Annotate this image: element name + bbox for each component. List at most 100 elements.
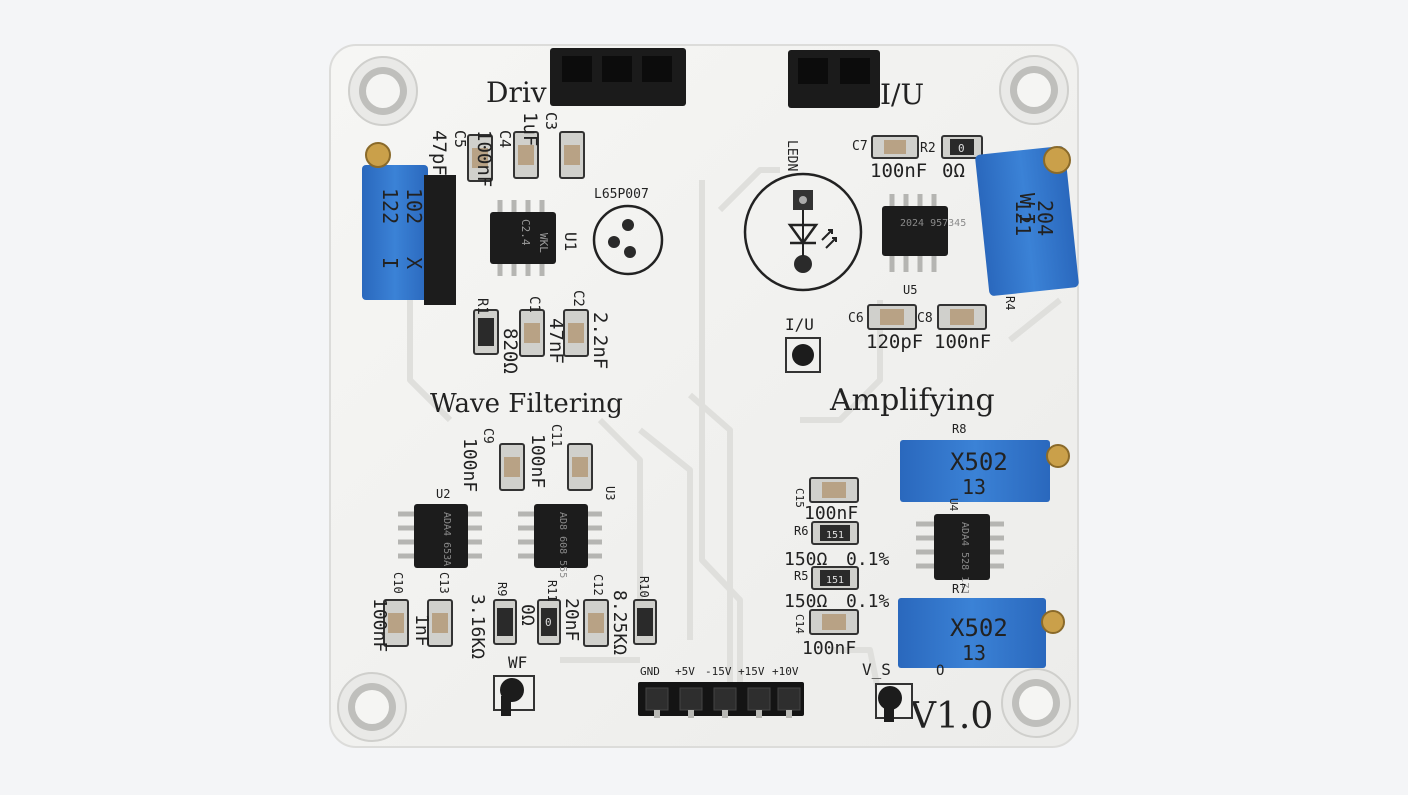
- u1-marking-2: C2.4: [519, 219, 532, 246]
- label-r9-value: 3.16KΩ: [467, 594, 488, 659]
- label-u1-ref: U1: [561, 232, 580, 251]
- iu-trimmer-marking-4: I: [1015, 213, 1039, 225]
- label-c1-ref: C1: [526, 296, 542, 313]
- label-r10-ref: R10: [637, 576, 651, 598]
- power-pin-label-pos15v: +15V: [738, 665, 765, 678]
- chip-u1: C2.4 WKL U1: [490, 200, 580, 276]
- chip-u3: AD8 608 555 U3: [518, 486, 617, 578]
- drive-connector-header: [550, 48, 686, 106]
- led-footprint-l65p007: L65P007: [592, 187, 664, 276]
- label-c6-ref: C6: [848, 311, 864, 326]
- resistor-r2: R2 0 0Ω: [920, 135, 983, 182]
- label-c2-value: 2.2nF: [589, 312, 611, 369]
- capacitor-c12: C12 20nF: [561, 574, 609, 647]
- label-c11-value: 100nF: [527, 434, 548, 488]
- label-c15-value: 100nF: [804, 503, 858, 524]
- label-c3-value: 1uF: [519, 112, 541, 146]
- label-r6-tolerance: 0.1%: [846, 549, 890, 570]
- board-version-label: V1.0: [909, 696, 993, 737]
- power-pin-label-10v: +10V: [772, 665, 799, 678]
- label-r1-ref: R1: [474, 298, 490, 315]
- label-c12-ref: C12: [591, 574, 605, 596]
- label-r5-value: 150Ω: [784, 591, 828, 612]
- label-c1-value: 47nF: [545, 318, 567, 364]
- label-r6-ref: R6: [794, 524, 808, 538]
- capacitor-c6: C6 120pF: [848, 304, 923, 353]
- label-c9-ref: C9: [480, 428, 495, 444]
- mounting-hole-bl: [337, 672, 407, 742]
- section-title-wave-filtering: Wave Filtering: [430, 389, 623, 419]
- u5-marking: 2024 957345: [900, 218, 966, 229]
- r2-marking: 0: [958, 142, 965, 155]
- label-c9-value: 100nF: [459, 438, 480, 492]
- iu-connector-header: [788, 50, 880, 108]
- u1-marking: WKL: [537, 233, 550, 253]
- iu-trimmer-marking-3: 121: [1011, 200, 1035, 236]
- label-c4-value: 100nF: [473, 130, 495, 187]
- label-r8-ref: R8: [952, 422, 966, 436]
- label-r11-value: 0Ω: [517, 604, 538, 626]
- label-c5-value: 47pF: [428, 130, 450, 176]
- trimmer-marking-3: X: [402, 257, 426, 269]
- section-title-iu: I/U: [880, 78, 924, 111]
- label-r5-ref: R5: [794, 569, 808, 583]
- label-c13-value: 1nF: [411, 614, 432, 647]
- label-c7-value: 100nF: [870, 160, 927, 182]
- mounting-hole-tl: [348, 56, 418, 126]
- u4-marking: ADA4 528 1ZJ: [959, 522, 970, 594]
- label-u5-ref: U5: [903, 283, 917, 297]
- trimmer-marking-1: 102: [402, 188, 426, 224]
- r7-marking-2: 13: [962, 641, 986, 665]
- trimmer-marking-4: I: [378, 257, 402, 269]
- label-c13-ref: C13: [437, 572, 451, 594]
- label-c2-ref: C2: [570, 290, 586, 307]
- r5-marking: 151: [826, 575, 844, 586]
- drive-trimmer-potentiometer: 102 122 X I: [362, 142, 456, 305]
- label-c5-ref: C5: [451, 130, 469, 148]
- iu-trimmer-marking-1: 204: [1033, 200, 1057, 236]
- resistor-r6: R6 151 150Ω 0.1%: [784, 521, 890, 570]
- label-r4-ref: R4: [1003, 296, 1017, 310]
- ledn-photodiode-footprint: LEDN: [743, 140, 863, 292]
- label-led: L65P007: [594, 187, 649, 202]
- label-test-point-vs: V_S: [862, 660, 891, 679]
- label-u3-ref: U3: [603, 486, 617, 500]
- label-c15-ref: C15: [793, 488, 806, 508]
- capacitor-c8: C8 100nF: [917, 304, 991, 353]
- r8-marking: X502: [950, 448, 1008, 476]
- chip-u5: 2024 957345 U5: [882, 194, 966, 297]
- label-ledn: LEDN: [784, 140, 799, 171]
- label-c14-value: 100nF: [802, 638, 856, 659]
- section-title-amplifying: Amplifying: [829, 383, 995, 418]
- capacitor-c15: C15 100nF: [793, 477, 859, 524]
- label-r10-value: 8.25KΩ: [609, 590, 630, 655]
- u2-marking: ADA4 653A: [441, 512, 452, 566]
- r11-marking: 0: [545, 616, 552, 629]
- label-c14-ref: C14: [793, 614, 806, 634]
- label-r7-ref: R7: [952, 582, 966, 596]
- label-c8-value: 100nF: [934, 331, 991, 353]
- mounting-hole-br: [1001, 668, 1071, 738]
- resistor-r1: R1 820Ω: [473, 298, 521, 374]
- label-c7-ref: C7: [852, 139, 868, 154]
- trimmer-r8: R8 X502 13: [900, 422, 1070, 502]
- label-c8-ref: C8: [917, 311, 933, 326]
- r7-marking: X502: [950, 614, 1008, 642]
- power-header: GND +5V -15V +15V +10V: [638, 665, 804, 718]
- iu-trimmer-potentiometer: 204 121 W I R4: [975, 146, 1079, 310]
- power-pin-label-5v: +5V: [675, 665, 695, 678]
- resistor-r9: R9 3.16KΩ: [467, 582, 517, 659]
- capacitor-c1: C1 47nF: [519, 296, 567, 364]
- label-r2-ref: R2: [920, 141, 936, 156]
- label-r5-tolerance: 0.1%: [846, 591, 890, 612]
- label-r1-value: 820Ω: [499, 328, 521, 374]
- capacitor-c13: C13 1nF: [411, 572, 453, 647]
- label-r6-value: 150Ω: [784, 549, 828, 570]
- label-r2-value: 0Ω: [942, 160, 965, 182]
- label-test-point-iu: I/U: [785, 315, 814, 334]
- mounting-hole-tr: [999, 55, 1069, 125]
